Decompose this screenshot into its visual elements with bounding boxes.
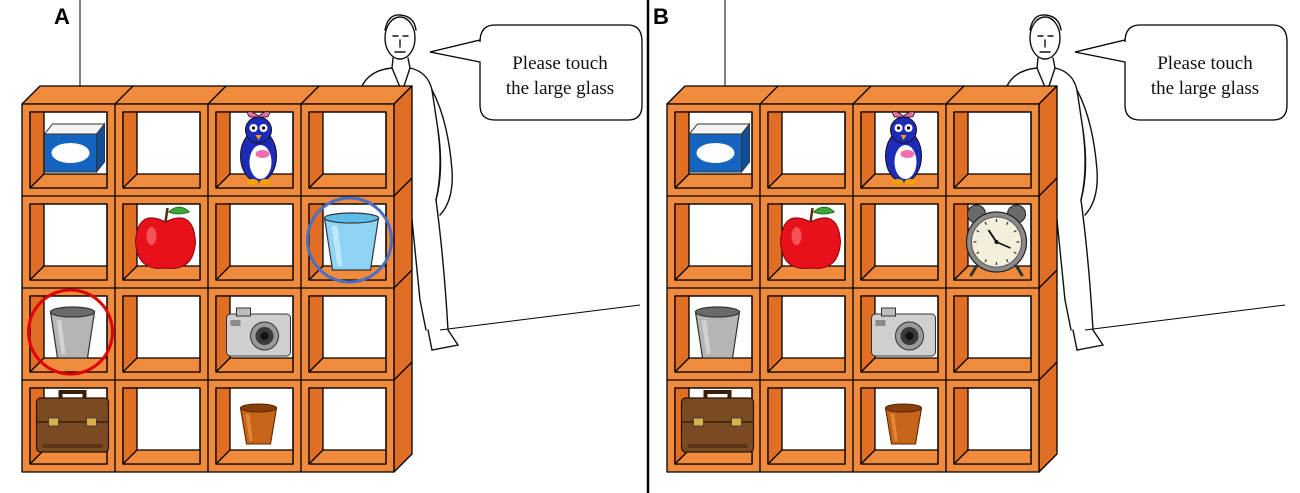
penguin-icon (885, 111, 922, 185)
grey-glass-icon (694, 306, 741, 359)
speech-bubble: Please touch the large glass (429, 24, 643, 121)
small-brown-glass-icon (884, 403, 923, 445)
shelf-cell (767, 111, 846, 189)
briefcase-icon (680, 390, 755, 453)
speech-bubble: Please touch the large glass (1074, 24, 1288, 121)
alarm-clock-icon (965, 204, 1028, 277)
distractor-highlight-circle (306, 196, 393, 284)
shelf-cell (122, 387, 201, 465)
briefcase-icon (35, 390, 110, 453)
panel-label: B (653, 4, 669, 29)
box-icon (688, 122, 751, 174)
shelf-cell (29, 203, 108, 281)
shelf-cell (953, 295, 1032, 373)
target-highlight-circle (27, 288, 114, 376)
speech-text-line: Please touch (1157, 53, 1253, 74)
shelf-cell (674, 203, 753, 281)
shelf-cell (767, 295, 846, 373)
shelf-cell (215, 203, 294, 281)
shelf-cell (308, 387, 387, 465)
large-blue-glass-icon (323, 212, 380, 271)
apple-icon (779, 206, 842, 269)
grey-glass-icon (49, 306, 96, 359)
panel-b: Please touch the large glass B (653, 0, 1288, 473)
camera-icon (871, 307, 936, 357)
shelf-cell (308, 111, 387, 189)
apple-icon (134, 206, 197, 269)
shelf-cell (122, 111, 201, 189)
shelf-cell (767, 387, 846, 465)
shelf-cell (122, 295, 201, 373)
panel-a: Please touch the large glass A (21, 0, 643, 473)
shelf-cell (953, 387, 1032, 465)
shelf-cell (860, 387, 939, 465)
panel-label: A (54, 4, 70, 29)
box-icon (43, 122, 106, 174)
shelf-cell (953, 111, 1032, 189)
penguin-icon (240, 111, 277, 185)
speech-text-line: the large glass (1151, 78, 1259, 99)
shelf-objects (27, 111, 393, 453)
camera-icon (226, 307, 291, 357)
speech-text-line: Please touch (512, 53, 608, 74)
speech-text-line: the large glass (506, 78, 614, 99)
shelf-objects (680, 111, 1028, 453)
shelf-cell (308, 295, 387, 373)
small-brown-glass-icon (239, 403, 278, 445)
shelf-cell (860, 203, 939, 281)
